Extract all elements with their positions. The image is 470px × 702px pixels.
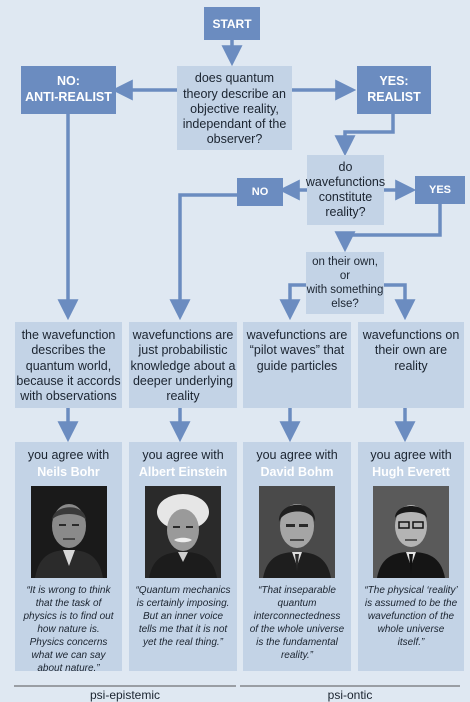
question-objective-reality-text: does quantum theory describe an objectiv… bbox=[182, 71, 287, 147]
anti-realist-label: ANTI-REALIST bbox=[25, 90, 112, 104]
card-einstein-scientist: Albert Einstein bbox=[138, 465, 228, 479]
everett-portrait bbox=[373, 486, 449, 578]
start-label: START bbox=[212, 16, 252, 31]
no-wavefunction-label: NO bbox=[251, 186, 269, 198]
position-einstein: wavefunctions are just probabilistic kno… bbox=[129, 322, 237, 408]
card-einstein-agree: you agree with bbox=[142, 448, 224, 462]
bohr-portrait bbox=[30, 486, 107, 578]
position-bohm-text: wavefunctions are “pilot waves” that gui… bbox=[246, 328, 348, 373]
arrow-q3-to-position-3 bbox=[279, 283, 306, 321]
no-wavefunction-node: NO bbox=[237, 178, 283, 206]
bohm-portrait bbox=[259, 486, 335, 578]
einstein-portrait bbox=[145, 486, 221, 578]
position-bohr: the wavefunction describes the quantum w… bbox=[15, 322, 122, 408]
position-bohm: wavefunctions are “pilot waves” that gui… bbox=[243, 322, 351, 408]
anti-realist-prefix: NO: bbox=[57, 74, 80, 89]
arrow-yes2-to-q3 bbox=[334, 204, 442, 253]
card-bohm-agree: you agree with bbox=[256, 448, 338, 462]
position-bohr-text: the wavefunction describes the quantum w… bbox=[16, 328, 121, 403]
group-label-psi-ontic: psi-ontic bbox=[327, 688, 373, 702]
question-on-their-own-text: on their own, or with something else? bbox=[306, 255, 384, 311]
position-einstein-text: wavefunctions are just probabilistic kno… bbox=[130, 328, 236, 403]
realist-prefix: YES: bbox=[379, 74, 409, 89]
position-everett: wavefunctions on their own are reality bbox=[358, 322, 464, 408]
question-objective-reality: does quantum theory describe an objectiv… bbox=[177, 66, 292, 150]
card-bohm-quote: “That inseparable quantum interconnected… bbox=[249, 585, 345, 661]
card-einstein-quote: “Quantum mechanics is certainly imposing… bbox=[135, 585, 231, 648]
question-wavefunctions-reality: do wavefunctions constitute reality? bbox=[305, 155, 386, 225]
arrow-q3-to-position-4 bbox=[384, 283, 416, 321]
card-bohr-agree: you agree with bbox=[27, 448, 110, 462]
card-einstein: you agree with Albert Einstein “Quantum … bbox=[129, 442, 237, 671]
arrow-no2-to-position-2 bbox=[169, 193, 237, 321]
card-bohm: you agree with David Bohm “That insepara… bbox=[243, 442, 351, 671]
start-node: START bbox=[204, 7, 260, 40]
position-everett-text: wavefunctions on their own are reality bbox=[362, 328, 460, 373]
card-bohm-scientist: David Bohm bbox=[260, 465, 334, 479]
realist-label: REALIST bbox=[367, 90, 421, 104]
card-everett-scientist: Hugh Everett bbox=[372, 465, 450, 479]
group-label-psi-epistemic: psi-epistemic bbox=[89, 688, 161, 702]
realist-node: YES: REALIST bbox=[357, 66, 431, 114]
card-bohr-quote: “It is wrong to think that the task of p… bbox=[23, 585, 114, 674]
question-wavefunctions-reality-text: do wavefunctions constitute reality? bbox=[305, 159, 386, 220]
yes-wavefunction-label: YES bbox=[428, 184, 451, 196]
card-bohr: you agree with Neils Bohr “It is wrong t… bbox=[15, 442, 122, 674]
question-on-their-own: on their own, or with something else? bbox=[306, 252, 384, 314]
arrow-yes-to-q2 bbox=[334, 114, 395, 157]
card-everett-quote: “The physical ‘reality’ is assumed to be… bbox=[364, 585, 458, 648]
anti-realist-node: NO: ANTI-REALIST bbox=[21, 66, 116, 114]
card-everett: you agree with Hugh Everett “The physica… bbox=[358, 442, 464, 671]
yes-wavefunction-node: YES bbox=[415, 176, 465, 204]
card-everett-agree: you agree with bbox=[370, 448, 452, 462]
card-bohr-scientist: Neils Bohr bbox=[37, 465, 100, 479]
